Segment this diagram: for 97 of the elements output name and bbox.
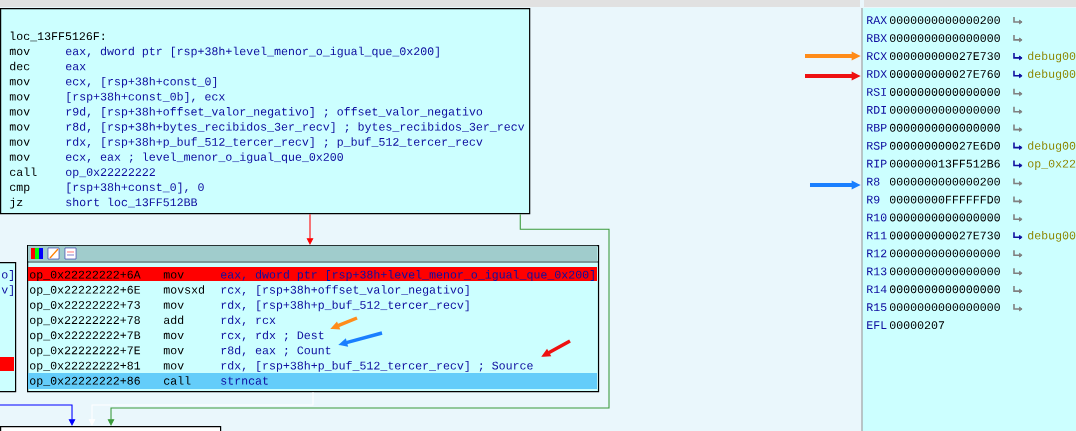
flow-arrow [107, 213, 610, 426]
register-name: R11 [867, 231, 887, 240]
code-address: op_0x22222222+7B [30, 331, 141, 342]
code-address: op_0x22222222+6A [30, 270, 141, 281]
register-target: debug00 [1028, 51, 1076, 63]
instruction-operand: r8d, [rsp+38h+bytes_recibidos_3er_recv] ; bytes_recibidos_3er_recv [66, 122, 525, 133]
register-name: R8 [867, 177, 880, 186]
instruction-mnemonic: mov [9, 154, 30, 161]
flow-arrow [306, 213, 314, 245]
register-value: 00000207 [890, 321, 945, 330]
code-address: op_0x22222222+6E [30, 285, 141, 296]
register-value: 0000000000000000 [890, 213, 1000, 222]
instruction-mnemonic: mov [9, 94, 30, 101]
register-name: RDX [867, 70, 887, 78]
register-name: EFL [867, 321, 887, 329]
register-name: RCX [867, 52, 887, 60]
instruction-mnemonic: mov [9, 48, 30, 56]
register-name: RIP [867, 159, 887, 168]
instruction-operand: [rsp+38h+const_0], 0 [67, 182, 204, 194]
register-value: 0000000000000000 [890, 105, 1000, 114]
instruction-mnemonic: movsxd [163, 285, 204, 294]
register-value: 000000013FF512B6 [890, 159, 1000, 168]
instruction-operand: rcx, [rsp+38h+offset_valor_negativo] [221, 285, 469, 296]
register-target: debug00 [1028, 141, 1076, 152]
code-text: v] [1, 285, 13, 296]
register-value: 0000000000000000 [890, 267, 1000, 276]
instruction-mnemonic: mov [163, 347, 184, 355]
register-target: debug00 [1028, 69, 1076, 81]
register-target: op_0x22 [1028, 159, 1076, 170]
code-text: o] [2, 270, 13, 281]
instruction-operand: [rsp+38h+const_0b], ecx [67, 92, 225, 103]
code-block [0, 8, 531, 215]
register-value: 0000000000000000 [890, 303, 1000, 312]
instruction-operand: rdx, [rsp+38h+p_buf_512_tercer_recv] ; Source [221, 361, 533, 372]
code-address: op_0x22222222+7E [30, 346, 141, 357]
register-value: 00000000FFFFFFD0 [890, 195, 1000, 204]
code-block [0, 262, 17, 393]
register-name: R12 [867, 249, 887, 258]
code-address: op_0x22222222+78 [30, 316, 140, 327]
register-target: debug00 [1028, 230, 1076, 242]
instruction-mnemonic: mov [163, 332, 184, 340]
instruction-operand: eax, dword ptr [rsp+38h+level_menor_o_igual_que_0x200] [221, 270, 594, 281]
register-name: R14 [867, 285, 887, 294]
instruction-operand: r8d, eax ; Count [221, 345, 331, 357]
register-name: RBP [867, 123, 887, 132]
register-name: RAX [867, 16, 887, 24]
instruction-operand: eax [66, 63, 86, 71]
flow-arrow [0, 404, 76, 426]
register-name: R15 [867, 303, 887, 312]
register-value: 0000000000000000 [890, 249, 1000, 258]
register-value: 000000000027E730 [890, 52, 1000, 60]
instruction-mnemonic: mov [163, 272, 184, 279]
instruction-mnemonic: call [164, 376, 191, 385]
register-name: RDI [867, 106, 886, 114]
instruction-operand: eax, dword ptr [rsp+38h+level_menor_o_igual_que_0x200] [66, 46, 439, 58]
register-value: 000000000027E6D0 [890, 141, 1000, 150]
instruction-mnemonic: cmp [10, 184, 30, 194]
instruction-mnemonic: mov [163, 302, 184, 309]
register-value: 0000000000000000 [890, 285, 1000, 294]
instruction-operand: rcx, rdx ; Dest [221, 330, 324, 342]
code-address: op_0x22222222+81 [30, 361, 141, 372]
instruction-mnemonic: mov [9, 124, 30, 131]
instruction-operand: op_0x22222222 [66, 168, 155, 179]
instruction-operand: ecx, eax ; level_menor_o_igual_que_0x200 [66, 152, 343, 164]
register-name: R10 [867, 213, 887, 222]
instruction-mnemonic: mov [9, 139, 30, 146]
register-name: RSP [867, 141, 887, 150]
instruction-mnemonic: mov [9, 79, 30, 86]
register-value: 0000000000000000 [890, 88, 1000, 96]
instruction-operand: rdx, rcx [221, 315, 276, 326]
instruction-mnemonic: call [10, 167, 37, 176]
code-label: loc_13FF5126F: [10, 31, 104, 42]
instruction-operand: r9d, [rsp+38h+offset_valor_negativo] ; offset_valor_negativo [66, 107, 483, 118]
instruction-mnemonic: jz [9, 197, 23, 209]
flow-arrow [88, 391, 314, 426]
register-name: R13 [867, 267, 887, 276]
instruction-operand: strncat [221, 376, 268, 385]
instruction-operand: rdx, [rsp+38h+p_buf_512_tercer_recv] [221, 300, 469, 312]
register-value: 0000000000000200 [890, 16, 1000, 25]
code-address: op_0x22222222+73 [30, 301, 140, 312]
instruction-mnemonic: dec [10, 61, 30, 71]
code-address: op_0x22222222+86 [30, 376, 140, 387]
instruction-operand: ecx, [rsp+38h+const_0] [66, 76, 217, 88]
register-value: 0000000000000000 [890, 123, 1000, 132]
register-value: 0000000000000000 [890, 34, 1000, 42]
register-name: R9 [867, 195, 880, 204]
register-panel [861, 7, 1076, 431]
register-value: 000000000027E730 [890, 231, 1000, 240]
instruction-operand: rdx, [rsp+38h+p_buf_512_tercer_recv] ; p_buf_512_tercer_recv [66, 137, 483, 149]
register-name: RBX [867, 34, 887, 42]
register-name: RSI [867, 88, 886, 96]
instruction-mnemonic: mov [163, 363, 184, 370]
register-value: 0000000000000200 [890, 177, 1000, 186]
instruction-operand: short loc_13FF512BB [66, 197, 198, 208]
register-value: 000000000027E760 [890, 70, 1000, 78]
instruction-mnemonic: add [164, 315, 184, 325]
instruction-mnemonic: mov [9, 109, 30, 116]
